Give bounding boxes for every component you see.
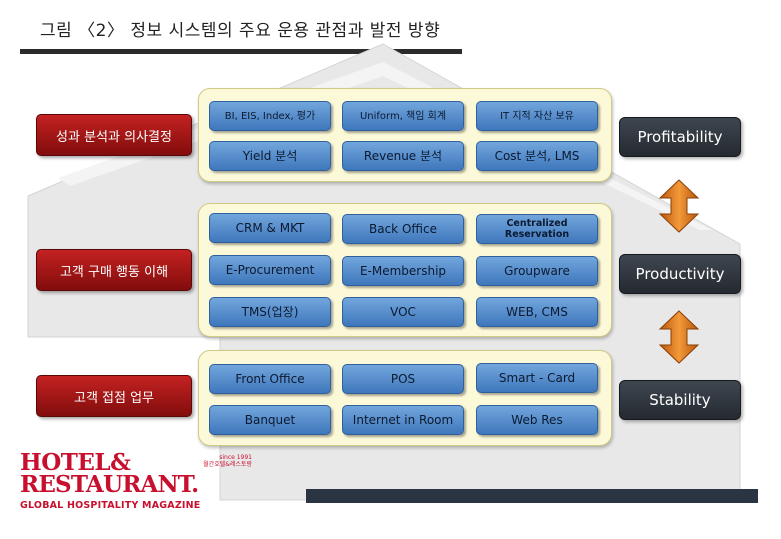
chip-banquet: Banquet	[209, 405, 331, 435]
chip-pos: POS	[342, 364, 464, 394]
layer-panel-touchpoints: Front Office POS Smart - Card Banquet In…	[198, 350, 612, 446]
category-performance-decision: 성과 분석과 의사결정	[36, 114, 192, 156]
chip-centralized-reservation: Centralized Reservation	[476, 214, 598, 244]
logo-hotel: HOTEL&	[20, 449, 131, 476]
chip-back-office: Back Office	[342, 214, 464, 244]
double-arrow-icon-upper	[658, 179, 700, 233]
chip-uniform-accounting: Uniform, 책임 회계	[342, 101, 464, 131]
chip-bi-eis-index: BI, EIS, Index, 평가	[209, 101, 331, 131]
chip-voc: VOC	[342, 297, 464, 327]
layer-panel-analysis: BI, EIS, Index, 평가 Uniform, 책임 회계 IT 지적 …	[198, 88, 612, 182]
chip-cost-analysis: Cost 분석, LMS	[476, 141, 598, 171]
title-rule	[20, 49, 462, 54]
chip-smart-card: Smart - Card	[476, 363, 598, 393]
logo-restaurant: RESTAURANT.	[20, 471, 199, 498]
chip-it-assets: IT 지적 자산 보유	[476, 101, 598, 131]
chip-tms: TMS(업장)	[209, 297, 331, 327]
double-arrow-icon-lower	[658, 310, 700, 364]
bottom-bar	[306, 489, 758, 503]
goal-productivity: Productivity	[619, 254, 741, 294]
figure-title: 그림 〈2〉 정보 시스템의 주요 운용 관점과 발전 방향	[40, 21, 441, 41]
chip-e-procurement: E-Procurement	[209, 255, 331, 285]
chip-internet-in-room: Internet in Room	[342, 405, 464, 435]
category-customer-behavior: 고객 구매 행동 이해	[36, 249, 192, 291]
chip-crm-mkt: CRM & MKT	[209, 213, 331, 243]
logo-since: since 1991 월간호텔&레스토랑	[203, 454, 252, 468]
chip-yield-analysis: Yield 분석	[209, 141, 331, 171]
goal-profitability: Profitability	[619, 117, 741, 157]
goal-stability: Stability	[619, 380, 741, 420]
logo-tagline: GLOBAL HOSPITALITY MAGAZINE	[20, 500, 201, 511]
chip-e-membership: E-Membership	[342, 256, 464, 286]
magazine-logo: HOTEL& RESTAURANT. GLOBAL HOSPITALITY MA…	[20, 449, 252, 511]
chip-web-res: Web Res	[476, 405, 598, 435]
chip-revenue-analysis: Revenue 분석	[342, 141, 464, 171]
category-customer-touchpoint: 고객 접점 업무	[36, 375, 192, 417]
chip-web-cms: WEB, CMS	[476, 297, 598, 327]
layer-panel-customer-behavior: CRM & MKT Back Office Centralized Reserv…	[198, 203, 612, 337]
chip-groupware: Groupware	[476, 256, 598, 286]
chip-front-office: Front Office	[209, 364, 331, 394]
